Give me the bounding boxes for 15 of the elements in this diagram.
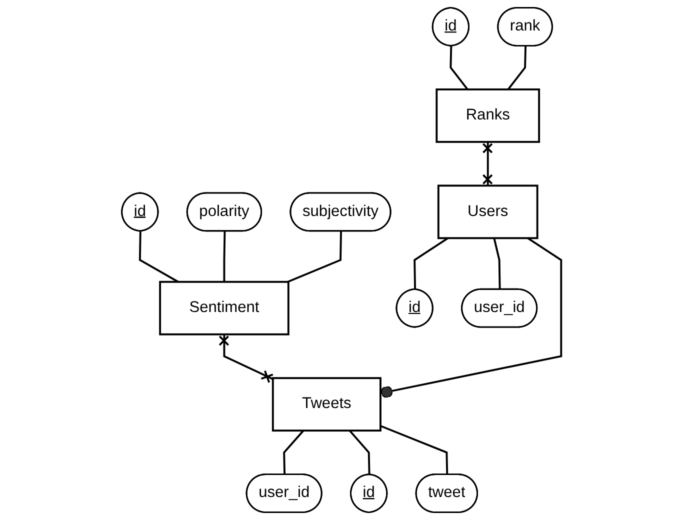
connector bbox=[348, 430, 370, 475]
node-box: Tweets bbox=[272, 377, 382, 432]
node-box: Ranks bbox=[436, 88, 540, 143]
connector bbox=[380, 237, 562, 398]
connector bbox=[482, 142, 493, 186]
connector bbox=[283, 430, 304, 475]
connector bbox=[507, 46, 526, 90]
connector bbox=[493, 238, 501, 290]
node-box: Users bbox=[437, 184, 538, 240]
node-box: Sentiment bbox=[159, 280, 290, 336]
connector bbox=[450, 46, 468, 90]
connector bbox=[287, 231, 342, 283]
connector bbox=[223, 231, 226, 282]
connector bbox=[218, 334, 274, 384]
connector bbox=[380, 425, 448, 475]
